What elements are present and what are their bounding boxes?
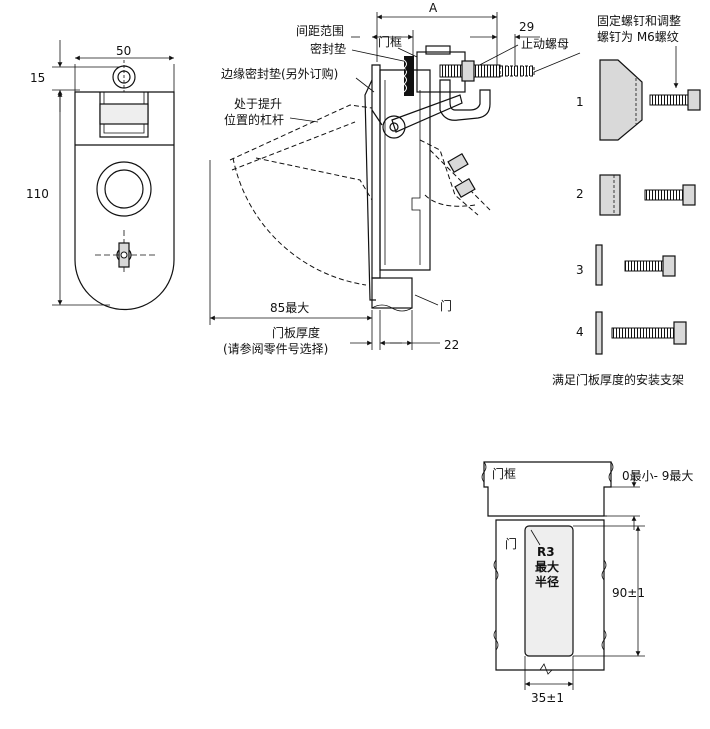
- dim-a: A: [429, 1, 438, 15]
- dim-85-max: 85最大: [270, 301, 309, 315]
- cutout-radius-1: R3: [537, 545, 555, 559]
- bracket-header-1: 固定螺钉和调整: [597, 13, 681, 28]
- cutout-radius-2: 最大: [535, 559, 559, 574]
- cutout-width-dim: 35±1: [531, 691, 564, 705]
- bracket-header-2: 螺钉为 M6螺纹: [597, 30, 679, 44]
- label-edge-seal: 边缘密封垫(另外订购): [221, 66, 338, 81]
- cutout-radius-3: 半径: [535, 574, 559, 589]
- cutout-label-frame: 门框: [492, 466, 516, 481]
- front-width-dim: 50: [116, 44, 131, 58]
- side-view: A 29 间距范围 密封垫 门框 止动螺母 边缘密封垫(另外订购) 处于提升 位…: [209, 1, 581, 356]
- label-lock-nut: 止动螺母: [521, 37, 569, 51]
- front-view: 50 15 110: [26, 40, 175, 311]
- dim-29: 29: [519, 20, 534, 34]
- cutout-gap-label: 0最小- 9最大: [622, 469, 693, 483]
- label-seal: 密封垫: [310, 41, 346, 56]
- brackets-panel: 固定螺钉和调整 螺钉为 M6螺纹 1 2 3 4 满足门板厚度的安装支架: [552, 13, 701, 387]
- label-part-select: (请参阅零件号选择): [223, 341, 328, 356]
- bracket-number-4: 4: [576, 325, 584, 339]
- label-lever-raised-2: 位置的杠杆: [224, 112, 284, 127]
- bracket-number-1: 1: [576, 95, 584, 109]
- bracket-number-3: 3: [576, 263, 584, 277]
- front-height-dim: 110: [26, 187, 49, 201]
- cutout-label-door: 门: [505, 536, 517, 551]
- cutout-view: 门框 0最小- 9最大 门 R3 最大 半径 90±1 35±1: [481, 461, 693, 705]
- label-spacing-range: 间距范围: [296, 24, 344, 38]
- label-door-side: 门: [440, 298, 452, 313]
- label-lever-raised-1: 处于提升: [234, 96, 282, 111]
- cutout-height-dim: 90±1: [612, 586, 645, 600]
- dim-22: 22: [444, 338, 459, 352]
- front-top-dim: 15: [30, 71, 45, 85]
- label-frame: 门框: [378, 34, 402, 49]
- label-door-thickness: 门板厚度: [272, 325, 320, 340]
- bracket-number-2: 2: [576, 187, 584, 201]
- bracket-caption: 满足门板厚度的安装支架: [552, 372, 684, 387]
